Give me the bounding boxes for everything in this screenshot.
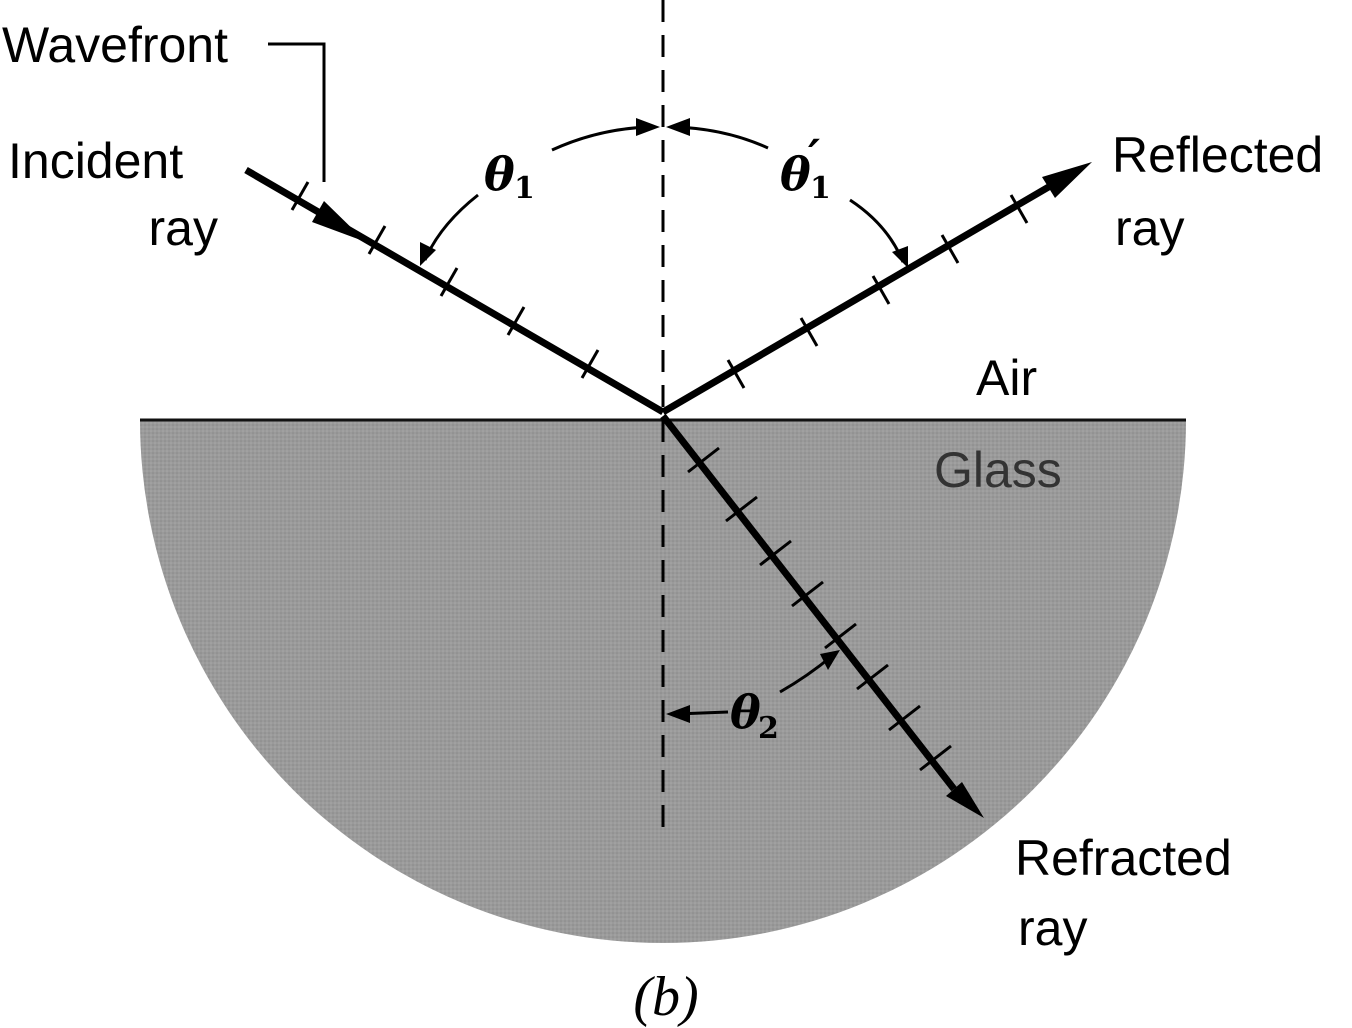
svg-text:1: 1 [514,171,535,206]
svg-text:θ: θ [730,685,761,739]
svg-text:1: 1 [810,171,831,206]
incident-label-line1: Incident [8,133,183,189]
svg-text:2: 2 [758,711,779,746]
theta1-arc [423,125,653,261]
incident-ray [244,166,665,416]
reflected-ray [661,162,1092,416]
incident-arrowhead [312,201,366,242]
air-label: Air [976,350,1037,406]
svg-text:θ: θ [484,147,515,201]
theta1-label: θ 1 [484,147,535,206]
reflected-label-line1: Reflected [1112,127,1323,183]
refracted-label-line2: ray [1018,900,1087,956]
refracted-label-line1: Refracted [1015,830,1232,886]
wavefront-label: Wavefront [2,17,228,73]
incident-label-line2: ray [149,200,218,256]
svg-text:θ: θ [780,147,811,201]
theta1-arrow-ray [420,242,436,266]
figure-caption: (b) [633,966,698,1028]
glass-label: Glass [934,442,1062,498]
reflected-arrowhead [1042,162,1092,198]
theta2-arrow-ray [820,650,840,670]
refracted-arrowhead [946,782,984,818]
theta1-prime-arrow-top [666,118,690,136]
refracted-ray [660,413,984,818]
theta1-arrow-top [636,118,660,136]
svg-text:′: ′ [808,129,820,183]
theta1-prime-arrow-ray [892,246,908,268]
theta2-label: θ 2 [730,685,779,746]
wavefront-leader [268,42,326,182]
theta1-prime-label: θ ′ 1 [780,129,831,206]
reflected-label-line2: ray [1115,200,1184,256]
theta2-arrow-normal [666,705,690,723]
